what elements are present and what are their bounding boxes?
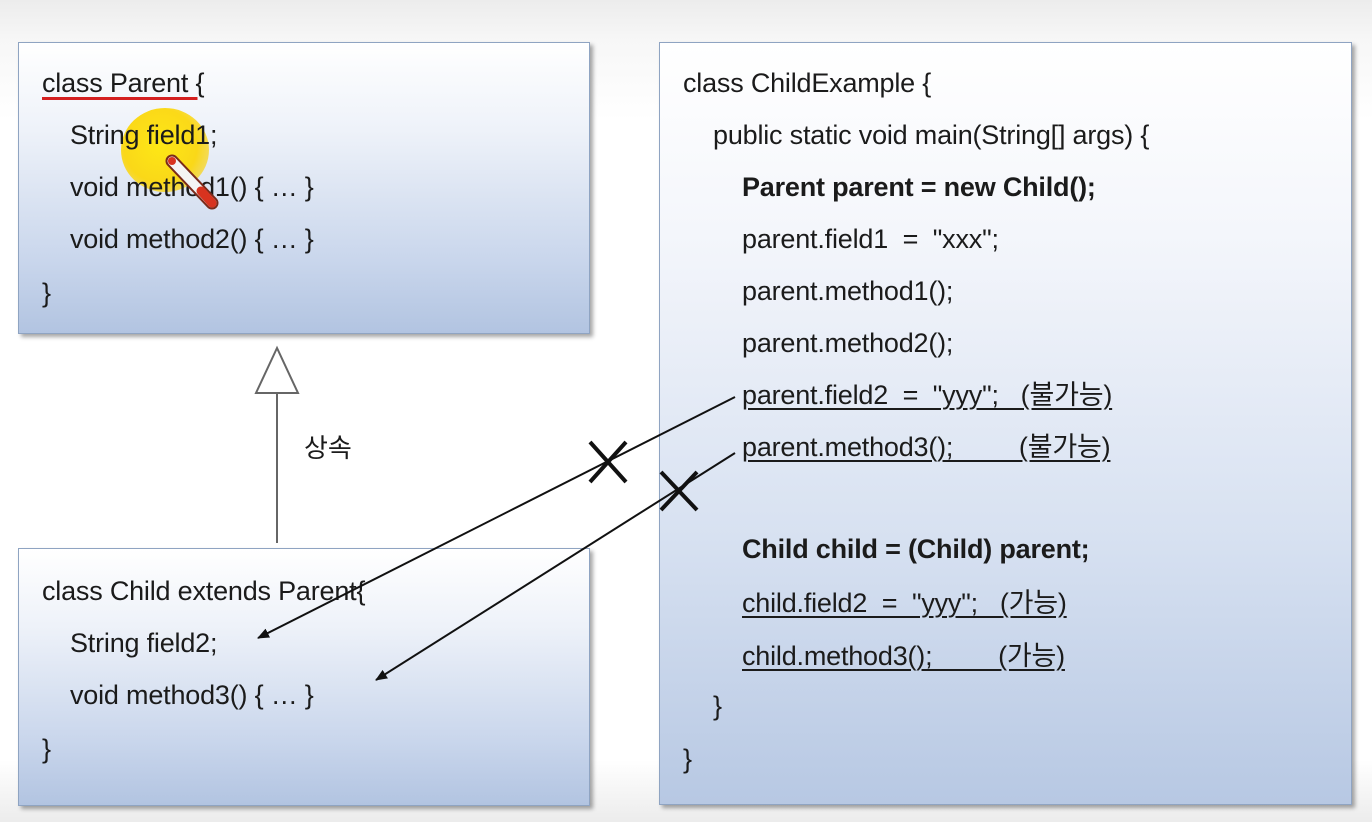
parent-method2: void method2() { … } [70, 224, 314, 254]
parent-method1: void method1() { … } [70, 172, 314, 202]
inheritance-label: 상속 [304, 433, 352, 463]
parent-method3-call: parent.method3(); (불가능) [742, 432, 1111, 462]
pencil-cursor-icon [165, 154, 219, 210]
cross-mark-icon [659, 470, 699, 512]
parent-assignment: Parent parent = new Child(); [742, 172, 1096, 202]
parent-field1-access: parent.field1 = "xxx"; [742, 224, 999, 254]
child-cast-assignment: Child child = (Child) parent; [742, 534, 1090, 564]
child-field2: String field2; [70, 628, 218, 658]
field2-reference-arrow [257, 396, 736, 639]
parent-class-header: class Parent { [42, 68, 205, 98]
child-class-box [18, 548, 590, 806]
main-closing-brace: } [713, 691, 722, 721]
example-class-header: class ChildExample { [683, 68, 932, 98]
example-closing-brace: } [683, 744, 692, 774]
child-class-header: class Child extends Parent{ [42, 576, 366, 606]
child-method3-call: child.method3(); (가능) [742, 641, 1065, 671]
method3-reference-arrow [375, 452, 736, 681]
child-field2-access: child.field2 = "yyy"; (가능) [742, 588, 1067, 618]
inheritance-arrow [254, 345, 300, 543]
parent-class-box [18, 42, 590, 334]
child-closing-brace: } [42, 734, 51, 764]
parent-closing-brace: } [42, 278, 51, 308]
parent-method2-call: parent.method2(); [742, 328, 954, 358]
child-method3: void method3() { … } [70, 680, 314, 710]
parent-field1: String field1; [70, 120, 218, 150]
main-method-header: public static void main(String[] args) { [713, 120, 1150, 150]
parent-method1-call: parent.method1(); [742, 276, 954, 306]
parent-field2-access: parent.field2 = "yyy"; (불가능) [742, 380, 1113, 410]
cross-mark-icon [588, 440, 628, 484]
child-example-box [659, 42, 1352, 805]
